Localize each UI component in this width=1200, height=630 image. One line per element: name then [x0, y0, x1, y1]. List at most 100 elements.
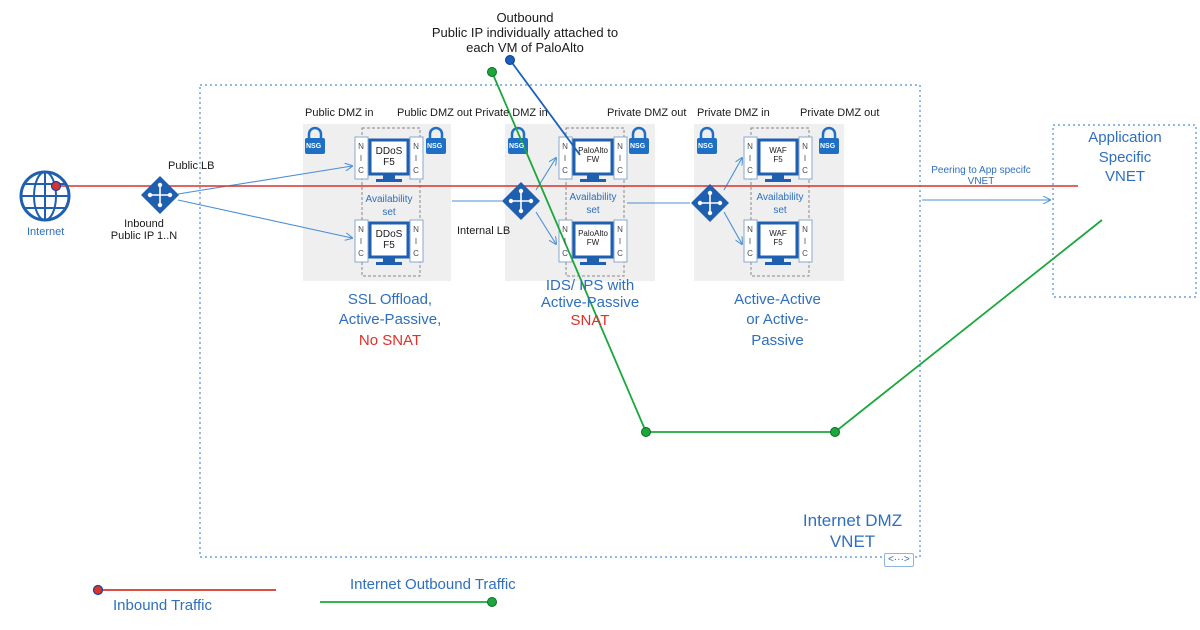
vm-line: WAF [769, 229, 787, 238]
nsg-label: NSG [509, 143, 525, 150]
nic-letter: N [802, 225, 808, 234]
nic-letter: I [618, 154, 622, 164]
flow-arrows [177, 59, 1050, 244]
vm-line: PaloAlto [578, 229, 608, 238]
peering-line2: VNET [967, 176, 995, 187]
nic-letter: N [413, 142, 419, 151]
stage3-caption-line1: Active-Active [734, 291, 821, 308]
stage1-availability-box [361, 127, 421, 277]
nic-letter: C [358, 249, 364, 259]
nic-letter: I [563, 154, 567, 164]
public-lb-icon [141, 176, 179, 214]
availability-line: Availability [365, 194, 413, 205]
stage1-out-label: Public DMZ out [397, 107, 473, 119]
nic-letter: C [802, 249, 808, 259]
stage2-out-label: Private DMZ out [607, 107, 687, 119]
nsg-locks [305, 126, 839, 154]
peering-label: Peering to App specifc VNET [922, 165, 1040, 187]
nic-letter: C [562, 166, 568, 176]
nic-letter: I [803, 154, 807, 164]
internal-lb-label: Internal LB [457, 225, 511, 237]
outbound-title-line3: each VM of PaloAlto [466, 40, 584, 55]
nsg-lock-icon [508, 126, 528, 154]
stage1-in-label: Public DMZ in [305, 107, 374, 119]
vm-line: DDoS [375, 229, 403, 240]
outbound-node [830, 427, 840, 437]
legend-outbound-label: Internet Outbound Traffic [350, 576, 516, 593]
nic-letter: I [803, 237, 807, 247]
vm-line: F5 [773, 154, 783, 164]
nic-letter: I [359, 237, 363, 247]
nsg-lock-icon [305, 126, 325, 154]
stage3-caption: Active-Active or Active- Passive [710, 290, 845, 351]
outbound-title: Outbound Public IP individually attached… [425, 10, 625, 55]
nic-letter: C [802, 166, 808, 176]
nic-letter: I [618, 237, 622, 247]
nic-letter: I [748, 154, 752, 164]
stage3-out-label: Private DMZ out [800, 107, 880, 119]
nic-letter: C [358, 166, 364, 176]
nic-letter: C [562, 249, 568, 259]
app-vnet-line2: Specific [1098, 148, 1152, 166]
app-vnet-line3: VNET [1104, 168, 1145, 185]
nic-letter: C [747, 249, 753, 259]
vnet-badge-icon: <···> [884, 553, 914, 567]
vm-line: FW [586, 154, 600, 164]
nsg-lock-icon [629, 126, 649, 154]
stage1-caption-line1: SSL Offload, [347, 291, 433, 308]
nsg-label: NSG [427, 143, 443, 150]
vm-line: FW [586, 237, 600, 247]
inbound-line1: Inbound [124, 218, 164, 230]
stage2-in-label: Private DMZ in [475, 107, 548, 119]
nic-letter: N [358, 142, 364, 151]
internal-lb-icon [502, 182, 540, 220]
availability-line: set [586, 204, 600, 216]
vm-line: F5 [383, 240, 395, 251]
availability-line: Availability [756, 192, 804, 203]
public-lb-label: Public LB [168, 160, 215, 172]
stage1-caption-line2: Active-Passive, [338, 311, 442, 329]
internet-label: Internet [27, 226, 65, 238]
app-vnet-line1: Application [1088, 129, 1162, 146]
nic-letter: N [747, 142, 753, 151]
nic-letter: I [414, 237, 418, 247]
nsg-label: NSG [306, 143, 322, 150]
nic-letter: I [748, 237, 752, 247]
outbound-node [641, 427, 651, 437]
nic-letter: C [747, 166, 753, 176]
vm-monitor-icon [757, 221, 799, 265]
vm-line: DDoS [375, 146, 403, 157]
nic-letter: I [414, 154, 418, 164]
legend-outbound-node [487, 597, 497, 607]
nic-letter: I [359, 154, 363, 164]
globe-icon [19, 170, 71, 222]
nic-letter: N [358, 225, 364, 234]
nic-boxes [354, 136, 813, 263]
app-vnet-label: Application Specific VNET [1055, 128, 1195, 187]
waf-lb-icon [691, 184, 729, 222]
stage3-caption-line2: or Active- [746, 311, 809, 329]
vm-monitor-icon [572, 221, 614, 265]
inbound-node [50, 180, 62, 192]
nsg-lock-icon [697, 126, 717, 154]
vm-monitor-icon [572, 138, 614, 182]
palo-public-ip-node [505, 55, 515, 65]
availability-line: Availability [569, 192, 617, 203]
nic-letter: C [617, 166, 623, 176]
stage3-availability-box [750, 127, 810, 277]
vm-monitor-icon [757, 138, 799, 182]
